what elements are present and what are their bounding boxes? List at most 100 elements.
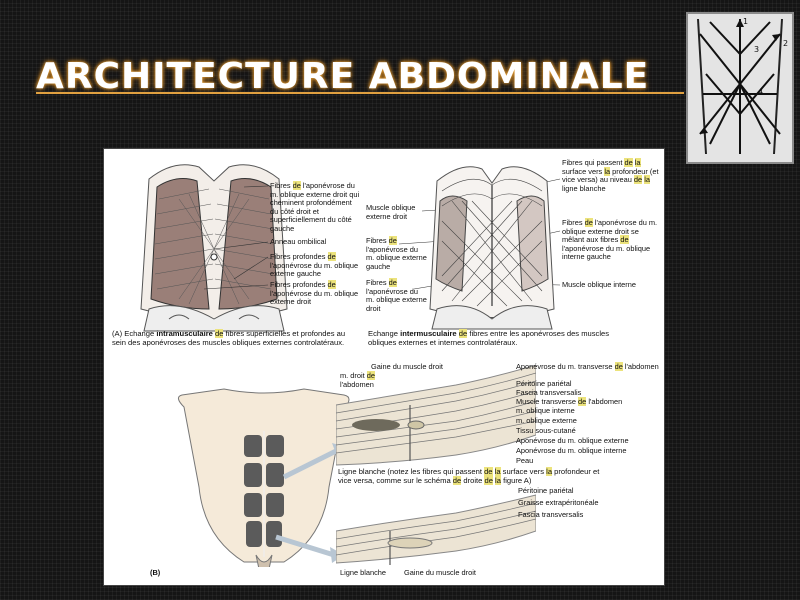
label-text: Fibres [366, 278, 389, 287]
highlighted-word: de [366, 371, 375, 380]
caption-panel-a-right: Echange intermusculaire de fibres entre … [368, 329, 638, 347]
label-peritoine-parietal-bottom: Péritoine pariétal [518, 486, 658, 496]
label-text: l'aponévrose du m. oblique externe droit… [270, 181, 360, 233]
highlighted-word: de [633, 175, 643, 185]
panel-b-letter: (B) [150, 568, 161, 577]
highlighted-word: de [584, 218, 593, 227]
label-text: Tissu sous-cutané [516, 426, 576, 435]
thumb-number: 1 [743, 17, 748, 26]
highlighted-word: de [620, 235, 629, 245]
label-text: l'abdomen [622, 362, 659, 371]
label-text: l'abdomen [340, 379, 374, 389]
label-text: surface vers [562, 166, 605, 176]
label-anneau-ombilical: Anneau ombilical [270, 237, 362, 247]
thumb-number: 4 [758, 87, 763, 96]
highlighted-word: de [327, 252, 336, 261]
label-m-droit-abdomen: m. droit de l'abdomen [340, 371, 400, 389]
title-underline [36, 92, 684, 94]
label-text: Fibres profondes [270, 280, 328, 289]
highlighted-word: de [388, 236, 397, 245]
label-text: Fibres qui passent [562, 158, 625, 167]
label-fibres-profondes-gauche: Fibres profondes de l'aponévrose du m. o… [270, 252, 362, 279]
caption-panel-a-left: (A) Echange intramusculaire de fibres su… [112, 329, 354, 347]
label-text: Muscle oblique externe droit [366, 203, 416, 221]
label-text: Fibres [562, 218, 585, 227]
label-gaine-muscle-droit-bottom: Gaine du muscle droit [404, 568, 504, 578]
label-text: l'aponévrose du m. oblique externe gauch… [270, 260, 359, 279]
label-text: Fibres profondes [270, 252, 328, 261]
panel-a-right-drawing [429, 166, 555, 330]
label-aponevrose-transverse: Aponévrose du m. transverse de l'abdomen [516, 362, 664, 372]
label-text: ligne blanche [562, 183, 606, 193]
slide-title: ARCHITECTURE ABDOMINALE [36, 56, 650, 97]
panel-b-lower-section [336, 494, 536, 565]
label-text: l'aponévrose du m. oblique externe droit… [562, 218, 658, 245]
highlighted-word: la [494, 467, 501, 476]
label-fibres-aponevrose-gauche: Fibres de l'aponévrose du m. oblique ext… [366, 236, 428, 271]
label-muscle-oblique-externe-droit: Muscle oblique externe droit [366, 203, 426, 221]
label-text: Muscle transverse [516, 397, 579, 406]
label-text: m. droit [340, 371, 367, 380]
label-text: Ligne blanche [340, 568, 387, 577]
label-text: Fascia transversalis [518, 510, 584, 519]
label-peritoine-parietal-top: Péritoine pariétal [516, 379, 664, 389]
highlighted-word: de [484, 467, 493, 476]
label-muscle-transverse: Muscle transverse de l'abdomen [516, 397, 664, 407]
label-gaine-muscle-droit-top: Gaine du muscle droit [371, 362, 461, 372]
label-text: Graisse extrapéritonéale [518, 498, 599, 507]
caption-ar-after: fibres entre les aponévroses des muscles… [368, 329, 610, 347]
highlighted-word: de [452, 476, 462, 485]
label-text: Péritoine pariétal [518, 486, 574, 495]
label-text: droite [461, 476, 485, 485]
highlighted-word: de [388, 278, 397, 287]
caption-a-bold: intramusculaire [156, 329, 213, 338]
caption-a-hl: de [215, 329, 224, 338]
label-text: Aponévrose du m. transverse [516, 362, 615, 371]
label-text: Fibres [270, 181, 293, 190]
highlighted-word: de [484, 476, 493, 485]
panel-b-torso-drawing [178, 388, 350, 567]
thumbnail-diagram: 1 2 3 4 [686, 12, 794, 164]
label-tissu-sous-cutane: Tissu sous-cutané [516, 426, 664, 436]
label-fibres-aponevrose-droit-right: Fibres de l'aponévrose du m. oblique ext… [366, 278, 428, 313]
label-text: Gaine du muscle droit [371, 362, 443, 371]
highlighted-word: la [495, 476, 501, 485]
highlighted-word: la [546, 467, 553, 476]
highlighted-word: de [614, 362, 623, 371]
label-aponevrose-oblique-externe: Aponévrose du m. oblique externe [516, 436, 664, 446]
label-text: l'aponévrose du m. oblique externe droit [366, 286, 427, 313]
caption-ar-hl: de [458, 329, 468, 338]
panel-b-upper-section [336, 365, 536, 466]
label-text: l'aponévrose du m. oblique externe gauch… [366, 244, 427, 271]
caption-a-before: Echange [124, 329, 157, 338]
thumb-number: 3 [754, 45, 759, 54]
caption-letter-a: (A) [112, 329, 123, 338]
label-text: Aponévrose du m. oblique externe [516, 436, 629, 445]
label-text: Muscle oblique interne [562, 280, 636, 289]
label-peau: Peau [516, 456, 664, 466]
highlighted-word: la [604, 166, 611, 176]
label-text: Péritoine pariétal [516, 379, 572, 388]
label-text: profondeur (et vice versa) au niveau [562, 166, 659, 185]
label-text: Aponévrose du m. oblique interne [516, 446, 627, 455]
label-fascia-transversalis-bottom: Fascia transversalis [518, 510, 658, 520]
label-text: l'abdomen [586, 397, 623, 406]
highlighted-word: la [634, 158, 641, 167]
label-text: Gaine du muscle droit [404, 568, 476, 577]
figure-panel: Fibres de l'aponévrose du m. oblique ext… [103, 148, 665, 586]
label-fibres-melant: Fibres de l'aponévrose du m. oblique ext… [562, 218, 662, 262]
panel-a-left-drawing [140, 164, 288, 332]
label-text: Peau [516, 456, 534, 465]
label-muscle-oblique-interne: Muscle oblique interne [562, 280, 662, 290]
label-text: Fibres [366, 236, 389, 245]
label-fibres-profondes-droit: Fibres profondes de l'aponévrose du m. o… [270, 280, 362, 307]
label-text: Fascia transversalis [516, 388, 582, 397]
caption-a-after: fibres superficielles et profondes au se… [112, 329, 346, 347]
label-text: m. oblique externe [516, 416, 577, 425]
label-fascia-transversalis-top: Fascia transversalis [516, 388, 664, 398]
label-text: Anneau ombilical [270, 237, 327, 246]
label-graisse-extraperitoneale: Graisse extrapéritonéale [518, 498, 658, 508]
label-aponevrose-oblique-interne: Aponévrose du m. oblique interne [516, 446, 664, 456]
label-text: m. oblique interne [516, 406, 575, 415]
label-text: l'aponévrose du m. oblique interne gauch… [562, 243, 651, 262]
